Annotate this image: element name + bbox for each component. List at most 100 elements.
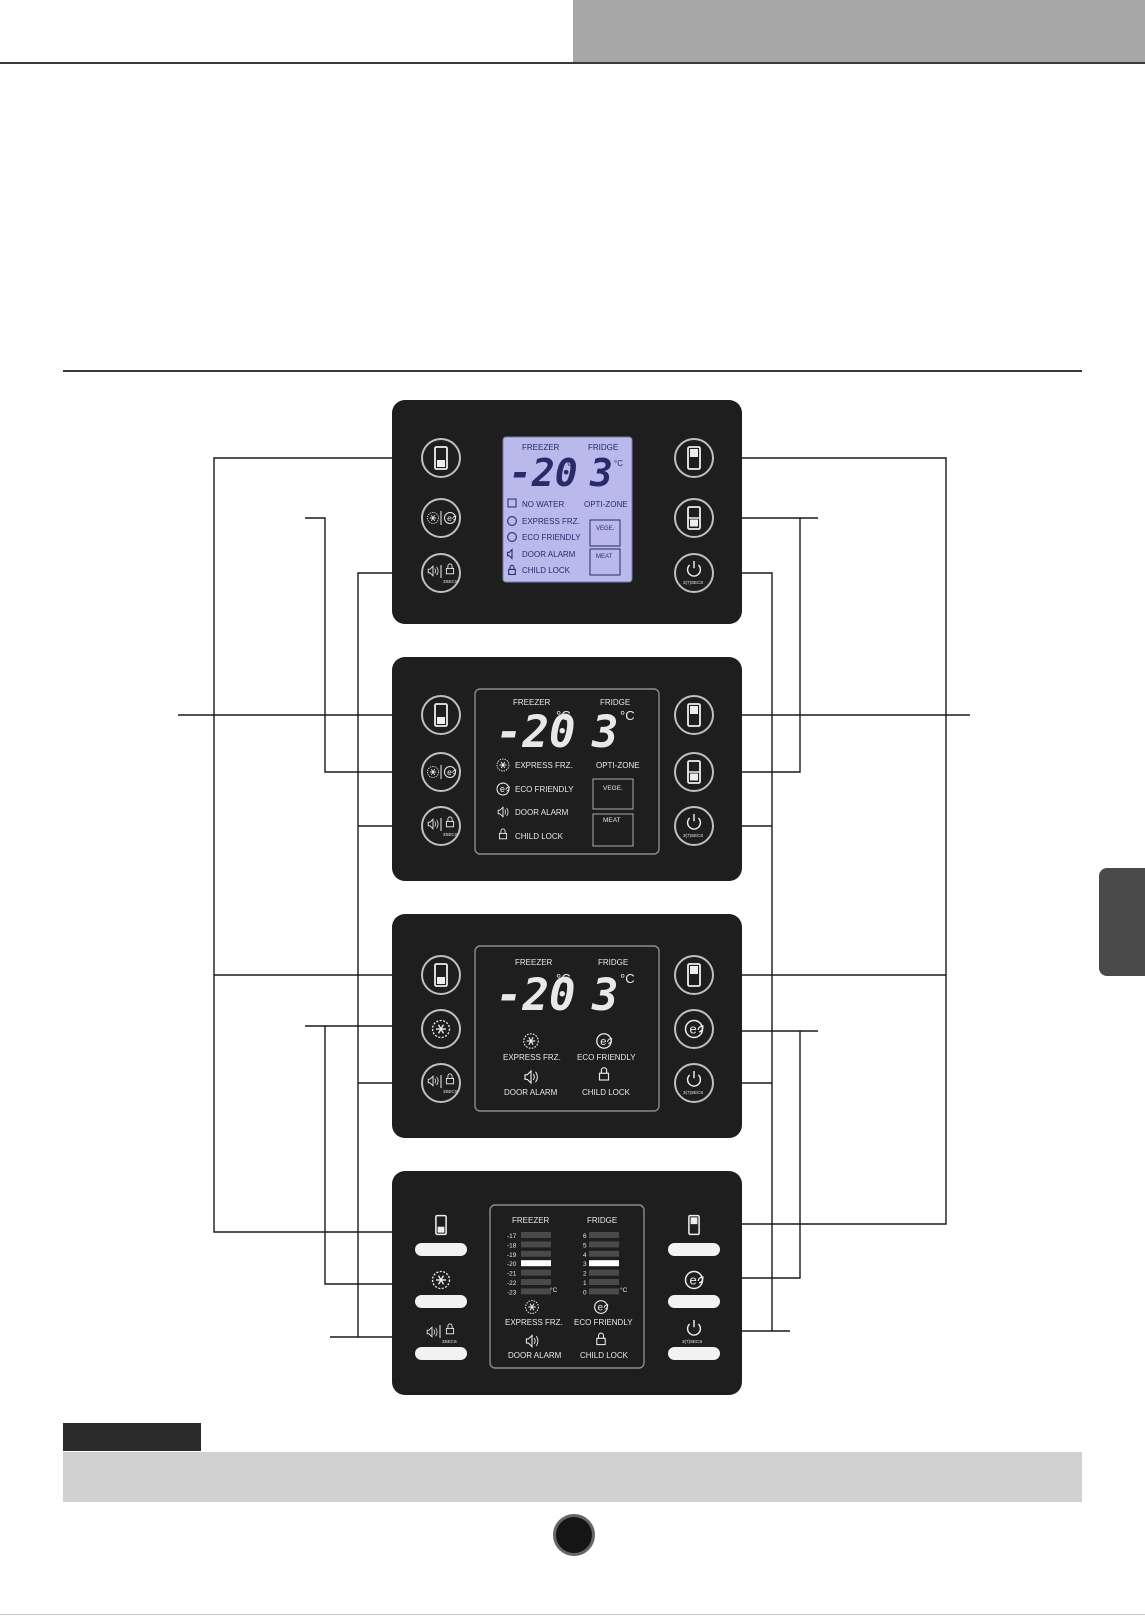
lcd-fridge-temp: 3	[589, 451, 613, 495]
lcd-freezer-label: FREEZER	[513, 698, 551, 707]
svg-text:°C: °C	[614, 459, 623, 468]
freezer-level-label: -18	[507, 1242, 517, 1249]
side-tab	[1099, 868, 1145, 976]
express-frz-touch-key[interactable]	[415, 1270, 467, 1309]
lcd-vege: VEGE.	[603, 785, 623, 792]
express-eco-button[interactable]	[421, 752, 461, 792]
lcd-express-frz: EXPRESS FRZ.	[522, 517, 580, 526]
lcd-fridge-temp: 3	[591, 970, 619, 1021]
opti-zone-button[interactable]	[674, 752, 714, 792]
freezer-level-label: -22	[507, 1280, 517, 1287]
fridge-level-label: 4	[583, 1252, 587, 1259]
alarm-lock-touch-key[interactable]: 3SECS	[415, 1323, 467, 1360]
lcd-fridge-label: FRIDGE	[588, 443, 618, 452]
power-button[interactable]: 3(7)SECS	[674, 1063, 714, 1103]
freezer-level-bar	[521, 1288, 551, 1295]
lcd-vege: VEGE.	[596, 526, 615, 532]
svg-text:°C: °C	[564, 459, 573, 468]
power-touch-key[interactable]: 3(7)SECS	[668, 1319, 720, 1360]
fridge-level-label: 1	[583, 1280, 587, 1287]
eco-touch-key[interactable]	[668, 1270, 720, 1309]
bar-fridge-unit: °C	[620, 1286, 628, 1294]
lcd-fridge-label: FRIDGE	[600, 698, 630, 707]
lcd-child-lock: CHILD LOCK	[522, 566, 571, 575]
freezer-button[interactable]	[421, 955, 461, 995]
fridge-button[interactable]	[674, 695, 714, 735]
bar-freezer-unit: °C	[550, 1286, 558, 1294]
freezer-level-label: -19	[507, 1252, 517, 1259]
alarm-lock-button[interactable]: 3SECS	[421, 553, 461, 593]
fridge-level-bar	[589, 1250, 619, 1257]
freezer-level-bar	[521, 1260, 551, 1267]
fridge-level-label: 3	[583, 1261, 587, 1268]
lock-hold-label: 3SECS	[442, 1339, 457, 1344]
lock-hold-label: 3SECS	[443, 579, 458, 584]
note-label	[63, 1423, 201, 1451]
header-bar	[573, 0, 1145, 62]
alarm-lock-button[interactable]: 3SECS	[421, 806, 461, 846]
section-rule	[63, 370, 1082, 372]
lcd-unit: °C	[620, 971, 635, 986]
lcd-express-frz: EXPRESS FRZ.	[503, 1053, 561, 1062]
lcd-unit: °C	[620, 708, 635, 723]
express-frz-button[interactable]	[421, 1009, 461, 1049]
power-button[interactable]: 3(7)SECS	[674, 553, 714, 593]
fridge-level-bar	[589, 1241, 619, 1248]
lcd-fridge-temp: 3	[591, 707, 619, 758]
lcd-meat: MEAT	[603, 817, 621, 824]
lcd-fridge-label: FRIDGE	[598, 958, 628, 967]
lcd-express-frz: EXPRESS FRZ.	[515, 761, 573, 770]
lock-hold-label: 3SECS	[443, 832, 458, 837]
lcd-freezer-temp: -20	[496, 707, 575, 758]
panel-3: FREEZER FRIDGE -20 3 °C °C EXPRESS FRZ. …	[392, 914, 742, 1138]
panel-2: FREEZER FRIDGE -20 3 °C °C EXPRESS FRZ. …	[392, 657, 742, 881]
lcd-child-lock: CHILD LOCK	[582, 1088, 631, 1097]
fridge-level-label: 0	[583, 1289, 587, 1296]
lcd-door-alarm: DOOR ALARM	[515, 808, 569, 817]
child-lock-icon	[508, 564, 516, 575]
lcd-eco-friendly: ECO FRIENDLY	[574, 1318, 633, 1327]
freezer-level-bar	[521, 1269, 551, 1276]
fridge-level-label: 2	[583, 1271, 587, 1278]
freezer-button[interactable]	[421, 695, 461, 735]
freezer-level-bar	[521, 1232, 551, 1238]
fridge-button[interactable]	[674, 438, 714, 478]
fridge-level-label: 6	[583, 1233, 587, 1240]
power-hold-label: 3(7)SECS	[683, 833, 703, 838]
opti-zone-button[interactable]	[674, 498, 714, 538]
power-hold-label: 3(7)SECS	[682, 1339, 702, 1344]
freezer-level-label: -20	[507, 1261, 517, 1268]
express-frz-icon	[507, 516, 517, 526]
lcd-freezer-temp: -20	[509, 451, 578, 495]
fridge-touch-key[interactable]	[668, 1214, 720, 1256]
lcd-door-alarm: DOOR ALARM	[508, 1351, 562, 1360]
freezer-button[interactable]	[421, 438, 461, 478]
power-hold-label: 3(7)SECS	[683, 1090, 703, 1095]
fridge-level-bar	[589, 1232, 619, 1238]
lcd-opti-zone: OPTI-ZONE	[596, 761, 640, 770]
panel-1: FREEZER FRIDGE -20 3 °C °C NO WATER EXPR…	[392, 400, 742, 624]
page-number-dot	[553, 1514, 595, 1556]
freezer-level-label: -17	[507, 1233, 517, 1240]
lcd-door-alarm: DOOR ALARM	[522, 550, 576, 559]
lcd-meat: MEAT	[596, 554, 613, 560]
freezer-touch-key[interactable]	[415, 1214, 467, 1256]
lcd-child-lock: CHILD LOCK	[580, 1351, 629, 1360]
alarm-lock-button[interactable]: 3SECS	[421, 1063, 461, 1103]
lcd-freezer-label: FREEZER	[515, 958, 553, 967]
no-water-icon	[507, 498, 517, 508]
fridge-level-bar	[589, 1288, 619, 1295]
lcd-unit: °C	[556, 708, 571, 723]
express-eco-button[interactable]	[421, 498, 461, 538]
fridge-button[interactable]	[674, 955, 714, 995]
power-button[interactable]: 3(7)SECS	[674, 806, 714, 846]
bar-freezer-label: FREEZER	[512, 1216, 550, 1225]
fridge-level-bar	[589, 1269, 619, 1276]
lock-hold-label: 3SECS	[443, 1089, 458, 1094]
freezer-level-bar	[521, 1279, 551, 1285]
eco-button[interactable]	[674, 1009, 714, 1049]
lcd-opti-zone: OPTI-ZONE	[584, 500, 628, 509]
lcd-freezer-temp: -20	[496, 970, 575, 1021]
